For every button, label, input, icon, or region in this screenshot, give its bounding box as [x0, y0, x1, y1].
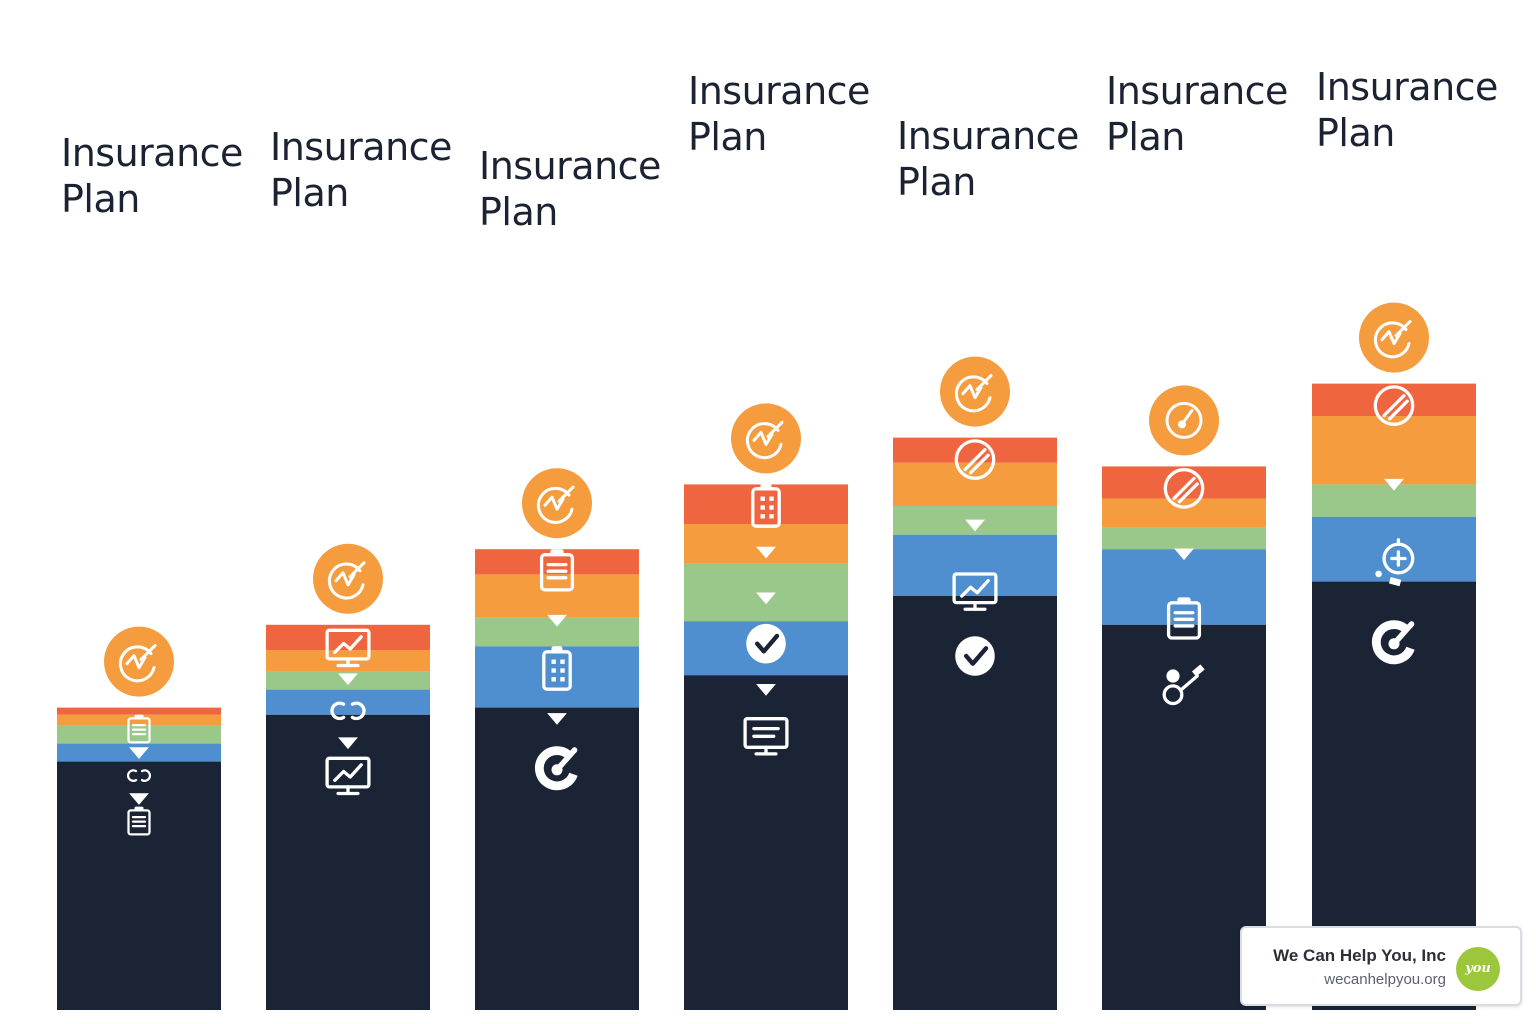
- column-title-line1: Insurance: [270, 125, 452, 169]
- clipboard-icon: [1166, 597, 1202, 640]
- chart-target-icon: [118, 644, 157, 683]
- bar-segment: [1102, 466, 1266, 499]
- column-title-line2: Plan: [688, 115, 767, 159]
- pen-circle-icon: [1373, 385, 1415, 426]
- check-circle-icon: [746, 623, 786, 664]
- chart-target-badge: [104, 626, 174, 697]
- bar-column: [1102, 385, 1266, 1010]
- arrow-down-icon: [756, 684, 776, 696]
- arrow-down-icon: [1384, 478, 1404, 491]
- clipboard-icon: [127, 806, 151, 836]
- bar-column: [266, 543, 430, 1010]
- bar-segment: [684, 563, 848, 622]
- bar-segment: [1102, 527, 1266, 550]
- chart-target-icon: [536, 485, 575, 524]
- column-title-line1: Insurance: [688, 69, 870, 113]
- monitor-chart-icon: [325, 756, 371, 796]
- arrow-down-icon: [338, 673, 358, 686]
- clipboard-icon: [539, 549, 575, 592]
- document-icon: [127, 714, 151, 744]
- arrow-down-icon: [756, 592, 776, 605]
- bar-segment: [266, 714, 430, 1010]
- bar-segment: [57, 707, 221, 715]
- arrow-down-icon: [547, 614, 567, 627]
- calculator-icon: [542, 646, 572, 691]
- bar-segment: [684, 484, 848, 524]
- arrow-down-icon: [129, 747, 149, 759]
- link-icon: [330, 701, 366, 721]
- check-circle-icon: [955, 636, 995, 676]
- column-title-line1: Insurance: [1106, 69, 1288, 113]
- bar-segment: [57, 714, 221, 726]
- bar-segment: [1312, 416, 1476, 485]
- column-title-line1: Insurance: [479, 144, 661, 188]
- company-name: We Can Help You, Inc: [1273, 946, 1446, 965]
- bar-segment: [475, 574, 639, 618]
- bar-segment: [1312, 383, 1476, 416]
- link-icon: [126, 769, 152, 782]
- monitor-chart-icon: [325, 628, 371, 668]
- company-badge[interactable]: We Can Help You, Inc wecanhelpyou.org yo…: [1240, 926, 1522, 1006]
- chart-target-icon: [745, 420, 784, 460]
- arrow-down-icon: [129, 793, 149, 805]
- add-person-icon: [1375, 538, 1415, 587]
- arrow-down-icon: [1174, 548, 1194, 561]
- company-logo: you: [1456, 947, 1500, 991]
- bar-segment: [266, 689, 430, 715]
- pen-circle-icon: [954, 439, 996, 480]
- column-title-line2: Plan: [61, 177, 140, 221]
- person-tool-icon: [1162, 664, 1205, 706]
- target-check-icon: [1372, 620, 1415, 665]
- calculator-icon: [751, 483, 781, 528]
- pen-circle-icon: [1163, 468, 1205, 509]
- column-title-line1: Insurance: [897, 114, 1079, 158]
- bar-column: [57, 626, 221, 1010]
- chart-target-icon: [954, 374, 993, 413]
- target-check-icon: [535, 746, 578, 791]
- monitor-icon: [743, 717, 789, 756]
- bar-segment: [684, 675, 848, 1010]
- bar-column: [475, 468, 639, 1010]
- monitor-chart-icon: [952, 572, 998, 611]
- bar-column: [684, 403, 848, 1010]
- bar-segment: [1102, 498, 1266, 528]
- column-title-line2: Plan: [479, 190, 558, 234]
- arrow-down-icon: [547, 713, 567, 725]
- bar-column: [893, 356, 1057, 1010]
- bar-segment: [893, 534, 1057, 596]
- arrow-down-icon: [756, 546, 776, 559]
- company-url[interactable]: wecanhelpyou.org: [1324, 971, 1446, 988]
- chart-target-badge: [731, 403, 801, 474]
- chart-target-badge: [940, 356, 1010, 427]
- column-title-line2: Plan: [1316, 111, 1395, 155]
- column-title-line2: Plan: [1106, 115, 1185, 159]
- column-title-line2: Plan: [270, 171, 349, 215]
- chart-target-icon: [1373, 320, 1412, 359]
- arrow-down-icon: [965, 519, 985, 532]
- arrow-down-icon: [338, 737, 358, 750]
- chart-target-badge: [313, 543, 383, 614]
- chart-target-icon: [327, 561, 366, 600]
- column-title-line1: Insurance: [61, 131, 243, 175]
- bar-segment: [475, 707, 639, 1010]
- gauge-icon: [1165, 401, 1203, 439]
- bar-segment: [475, 646, 639, 708]
- column-title-line1: Insurance: [1316, 65, 1498, 109]
- column-title-line2: Plan: [897, 160, 976, 204]
- bar-column: [1312, 302, 1476, 1010]
- chart-target-badge: [1359, 302, 1429, 373]
- chart-target-badge: [522, 468, 592, 539]
